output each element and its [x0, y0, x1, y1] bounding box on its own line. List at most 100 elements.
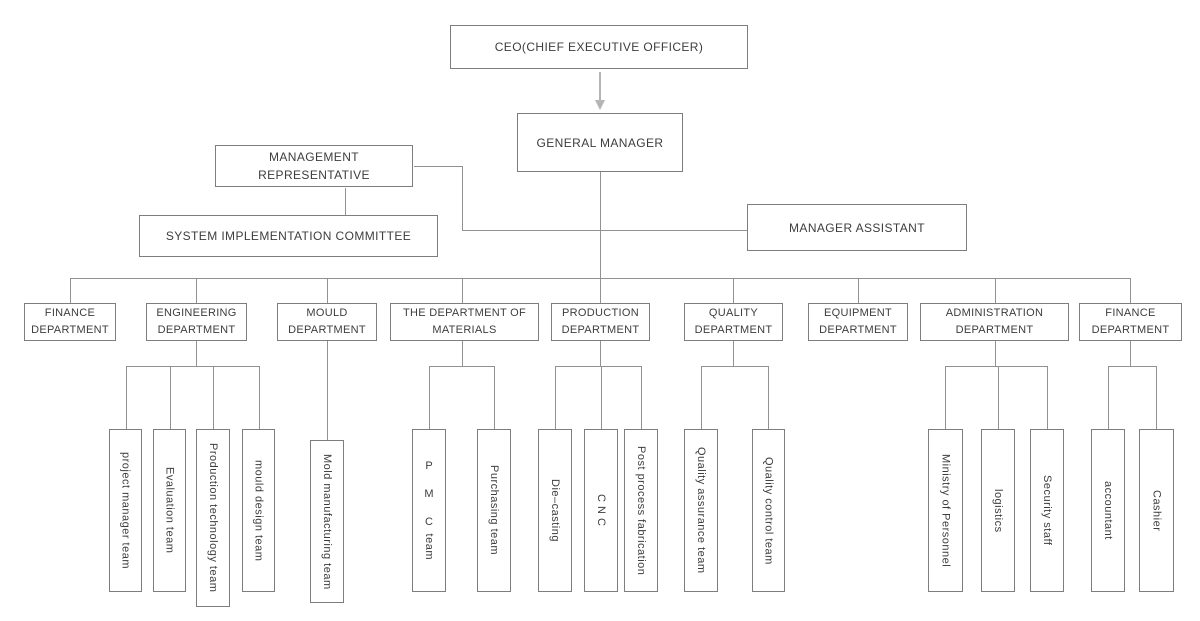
node-management-representative: MANAGEMENT REPRESENTATIVE — [215, 145, 413, 187]
connector-drop — [998, 366, 999, 429]
connector-drop — [733, 278, 734, 304]
connector-drop — [494, 366, 495, 429]
dept-production: PRODUCTION DEPARTMENT — [551, 303, 650, 341]
team-logistics-label: logistics — [992, 488, 1004, 533]
node-system-implementation-committee-label: SYSTEM IMPLEMENTATION COMMITTEE — [165, 229, 412, 243]
connector-drop — [126, 366, 127, 429]
connector-mgmtrep-elbow — [462, 166, 463, 230]
team-purchasing-label: Purchasing team — [488, 465, 500, 556]
connector-group — [701, 366, 768, 367]
ceo-to-gm-arrow-shaft — [599, 72, 601, 101]
connector-gm-trunk — [600, 172, 601, 278]
dept-production-label: PRODUCTION DEPARTMENT — [561, 306, 640, 336]
connector-drop — [600, 341, 601, 366]
node-general-manager-label: GENERAL MANAGER — [536, 135, 664, 150]
dept-equipment-label: EQUIPMENT DEPARTMENT — [819, 306, 897, 336]
dept-materials: THE DEPARTMENT OF MATERIALS — [390, 303, 539, 341]
team-die-casting-label: Die–casting — [549, 479, 561, 542]
connector-group — [1108, 366, 1156, 367]
connector-drop — [600, 278, 601, 304]
team-evaluation-label: Evaluation team — [163, 467, 176, 554]
connector-drop — [213, 366, 214, 429]
connector-drop — [1108, 366, 1109, 429]
team-pmc: P M C team — [412, 429, 446, 592]
dept-finance-1-label: FINANCE DEPARTMENT — [31, 306, 109, 336]
dept-administration-label: ADMINISTRATION DEPARTMENT — [945, 306, 1044, 336]
team-quality-assurance: Quality assurance team — [684, 429, 718, 592]
connector-drop — [327, 341, 328, 440]
connector-drop — [945, 366, 946, 429]
connector-drop — [1047, 366, 1048, 429]
team-pmc-label: P M C team — [423, 460, 435, 560]
team-quality-control: Quality control team — [752, 429, 785, 592]
team-pmc-rest: team — [423, 530, 435, 561]
team-cnc-label: C N C — [595, 494, 607, 527]
connector-group — [126, 366, 259, 367]
connector-drop — [701, 366, 702, 429]
team-mold-manufacturing: Mold manufacturing team — [310, 440, 344, 603]
connector-drop — [995, 341, 996, 366]
team-pmc-upright: P M C — [423, 460, 435, 531]
dept-quality: QUALITY DEPARTMENT — [684, 303, 783, 341]
connector-drop — [462, 278, 463, 304]
dept-finance-2: FINANCE DEPARTMENT — [1079, 303, 1182, 341]
team-production-technology-label: Production technology team — [207, 443, 219, 593]
connector-drop — [995, 278, 996, 304]
connector-drop — [1130, 278, 1131, 304]
dept-engineering: ENGINEERING DEPARTMENT — [146, 303, 247, 341]
dept-mould-label: MOULD DEPARTMENT — [288, 306, 366, 336]
connector-drop — [196, 278, 197, 304]
connector-drop — [462, 341, 463, 366]
connector-drop — [555, 366, 556, 429]
connector-drop — [1130, 341, 1131, 366]
dept-mould: MOULD DEPARTMENT — [277, 303, 377, 341]
team-ministry-personnel: Ministry of Personnel — [928, 429, 963, 592]
node-general-manager: GENERAL MANAGER — [517, 113, 683, 172]
connector-group — [429, 366, 494, 367]
connector-mgmtrep-to-committee — [345, 188, 346, 215]
team-production-technology: Production technology team — [196, 429, 230, 607]
team-quality-control-label: Quality control team — [762, 456, 775, 565]
team-security-staff: Security staff — [1030, 429, 1064, 592]
dept-finance-1: FINANCE DEPARTMENT — [24, 303, 116, 341]
connector-drop — [429, 366, 430, 429]
dept-engineering-label: ENGINEERING DEPARTMENT — [156, 306, 237, 336]
dept-equipment: EQUIPMENT DEPARTMENT — [808, 303, 908, 341]
node-system-implementation-committee: SYSTEM IMPLEMENTATION COMMITTEE — [139, 215, 438, 257]
node-manager-assistant: MANAGER ASSISTANT — [747, 204, 967, 251]
team-post-process-label: Post process fabrication — [635, 445, 647, 576]
connector-drop — [733, 341, 734, 366]
team-mould-design-label: mould design team — [252, 459, 265, 562]
dept-materials-label: THE DEPARTMENT OF MATERIALS — [402, 306, 527, 336]
team-accountant-label: accountant — [1102, 481, 1114, 540]
connector-to-manager-assistant — [462, 230, 747, 231]
connector-mgmtrep-right — [414, 166, 462, 167]
connector-drop — [70, 278, 71, 304]
team-security-staff-label: Security staff — [1041, 475, 1053, 546]
team-die-casting: Die–casting — [538, 429, 572, 592]
team-project-manager-label: project manager team — [119, 452, 132, 569]
connector-drop — [768, 366, 769, 429]
team-mold-manufacturing-label: Mold manufacturing team — [321, 453, 333, 590]
node-manager-assistant-label: MANAGER ASSISTANT — [789, 220, 925, 235]
connector-group — [555, 366, 641, 367]
ceo-to-gm-arrow-head — [595, 100, 605, 110]
node-ceo-label: CEO(CHIEF EXECUTIVE OFFICER) — [494, 40, 704, 54]
team-cashier: Cashier — [1139, 429, 1174, 592]
connector-drop — [641, 366, 642, 429]
connector-drop — [196, 341, 197, 366]
team-purchasing: Purchasing team — [477, 429, 511, 592]
connector-drop — [1156, 366, 1157, 429]
connector-drop — [327, 278, 328, 304]
team-accountant: accountant — [1091, 429, 1125, 592]
team-project-manager: project manager team — [109, 429, 142, 592]
team-cashier-label: Cashier — [1150, 489, 1163, 532]
connector-drop — [601, 366, 602, 429]
connector-drop — [858, 278, 859, 304]
dept-finance-2-label: FINANCE DEPARTMENT — [1091, 306, 1170, 336]
team-logistics: logistics — [981, 429, 1015, 592]
team-cnc: C N C — [584, 429, 618, 592]
dept-quality-label: QUALITY DEPARTMENT — [694, 306, 773, 336]
connector-drop — [170, 366, 171, 429]
